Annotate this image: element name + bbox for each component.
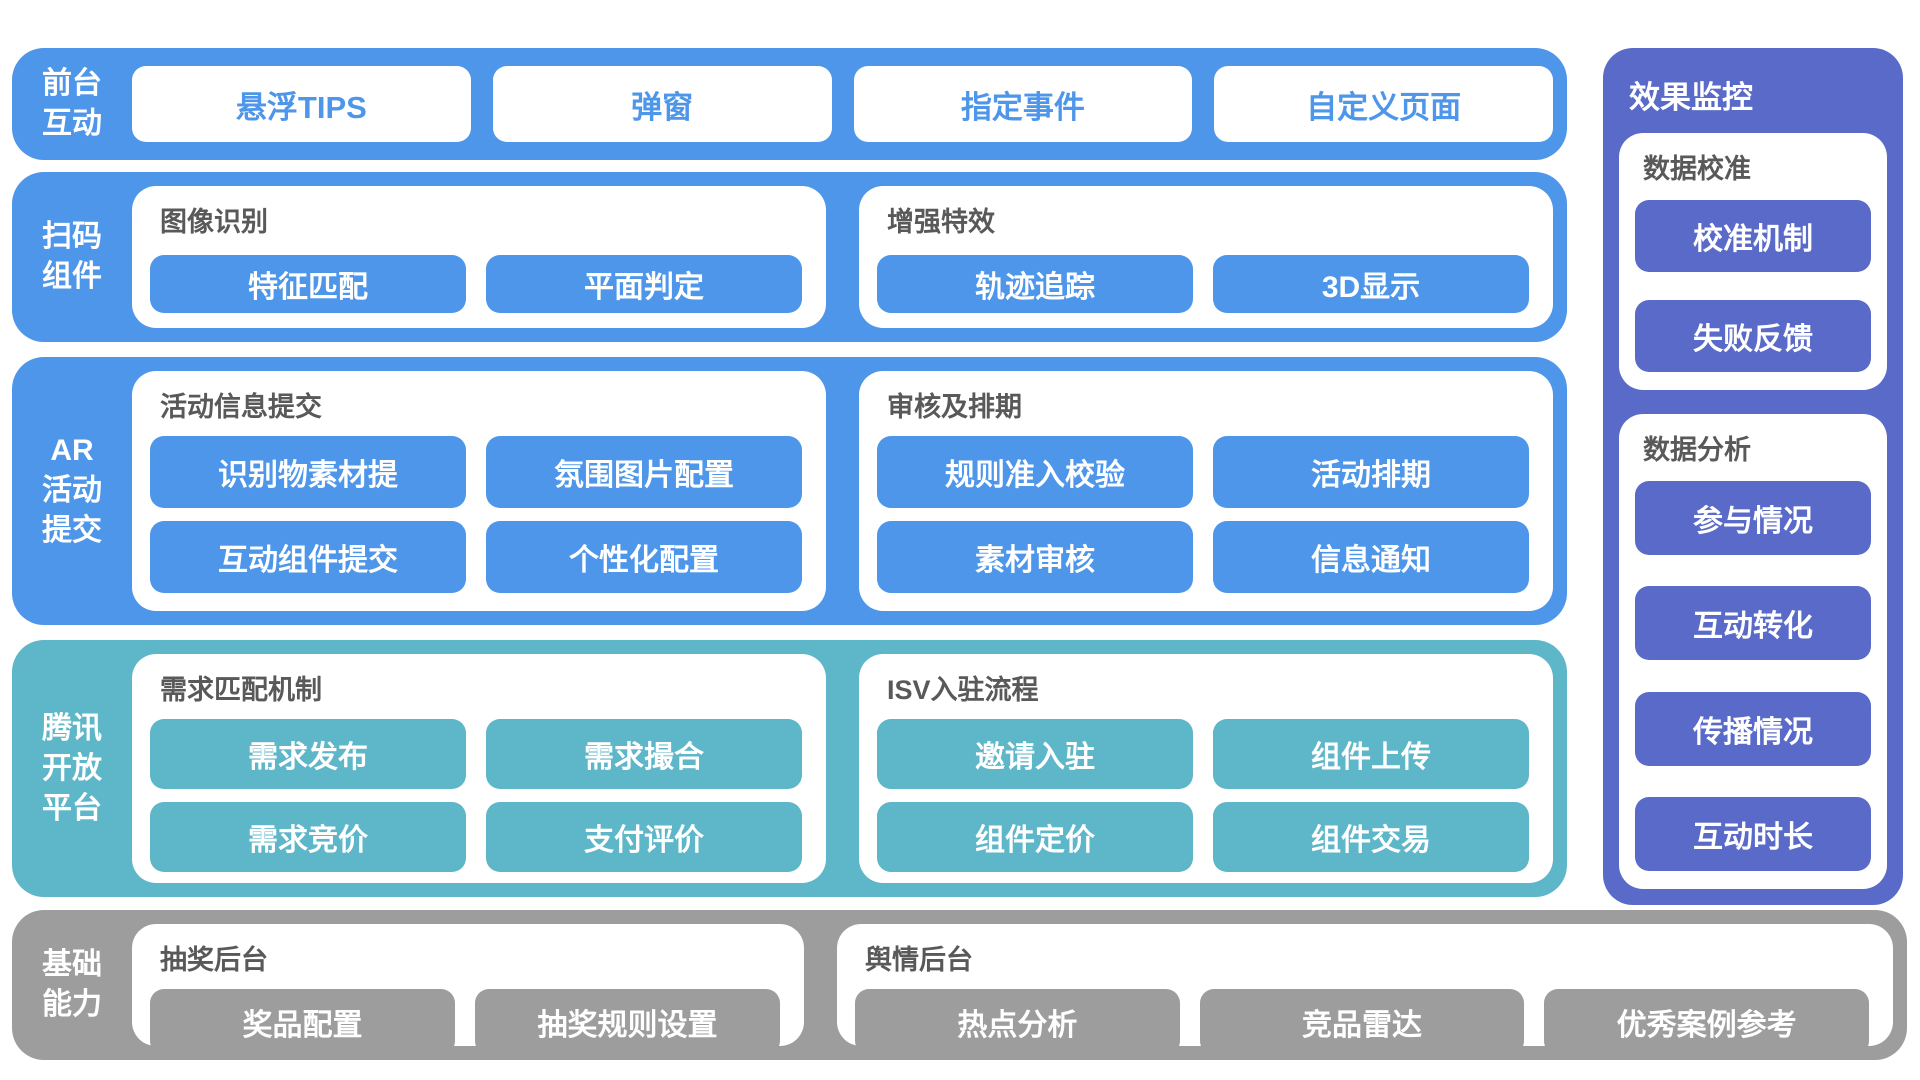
feature-chip: 指定事件 xyxy=(853,66,1193,142)
feature-chip: 自定义页面 xyxy=(1214,66,1553,142)
row-label-line: 腾讯 xyxy=(42,711,102,745)
button-grid: 轨迹追踪 3D显示 xyxy=(877,255,1529,313)
feature-button: 参与情况 xyxy=(1635,481,1871,555)
feature-button: 互动时长 xyxy=(1635,796,1871,871)
feature-button: 组件上传 xyxy=(1213,719,1529,789)
feature-button: 校准机制 xyxy=(1635,200,1871,272)
feature-button: 3D显示 xyxy=(1213,255,1529,313)
row-label: 前台互动 xyxy=(12,48,132,160)
panel-title: 舆情后台 xyxy=(865,945,973,975)
feature-button: 传播情况 xyxy=(1635,691,1871,766)
panel-strip: 抽奖后台奖品配置抽奖规则设置舆情后台热点分析竞品雷达优秀案例参考 xyxy=(132,910,1907,1060)
feature-button: 失败反馈 xyxy=(1635,300,1871,372)
panel-strip: 活动信息提交识别物素材提氛围图片配置互动组件提交个性化配置审核及排期规则准入校验… xyxy=(132,357,1567,625)
row-label: 腾讯开放平台 xyxy=(12,640,132,897)
panel-title: 图像识别 xyxy=(160,207,268,237)
feature-button: 素材审核 xyxy=(877,521,1193,593)
row-label: 扫码组件 xyxy=(12,172,132,342)
group-panel: 需求匹配机制需求发布需求撮合需求竞价支付评价 xyxy=(132,654,826,883)
group-panel: 舆情后台热点分析竞品雷达优秀案例参考 xyxy=(837,924,1893,1055)
group-panel: 数据分析参与情况互动转化传播情况互动时长 xyxy=(1619,414,1887,889)
row-label-line: 平台 xyxy=(42,791,102,825)
row-label-line: 组件 xyxy=(42,260,102,293)
button-grid: 校准机制失败反馈 xyxy=(1635,200,1871,372)
sidebar-effect-monitoring: 效果监控 数据校准校准机制失败反馈数据分析参与情况互动转化传播情况互动时长 xyxy=(1603,48,1903,905)
feature-button: 优秀案例参考 xyxy=(1544,989,1869,1055)
group-panel: 增强特效轨迹追踪 3D显示 xyxy=(859,186,1553,328)
chip-strip: 悬浮TIPS 弹窗指定事件自定义页面 xyxy=(132,48,1567,160)
feature-button: 个性化配置 xyxy=(486,521,802,593)
feature-button: 需求发布 xyxy=(150,719,466,789)
panel-title: 数据分析 xyxy=(1643,435,1751,465)
button-grid: 热点分析竞品雷达优秀案例参考 xyxy=(855,989,1869,1055)
feature-button: 组件交易 xyxy=(1213,802,1529,872)
panel-title: 抽奖后台 xyxy=(160,945,268,975)
row-label-line: 扫码 xyxy=(42,220,102,253)
panel-title: 审核及排期 xyxy=(887,392,1022,422)
feature-button: 竞品雷达 xyxy=(1199,989,1525,1055)
feature-button: 需求竞价 xyxy=(150,802,466,872)
row-label-line: 能力 xyxy=(42,988,102,1021)
button-grid: 规则准入校验活动排期素材审核信息通知 xyxy=(877,436,1529,593)
feature-button: 热点分析 xyxy=(855,989,1180,1055)
row-label-line: 互动 xyxy=(42,107,102,140)
group-panel: 图像识别特征匹配平面判定 xyxy=(132,186,826,328)
panel-title: ISV入驻流程 xyxy=(887,675,1039,705)
feature-button: 规则准入校验 xyxy=(877,436,1193,508)
feature-button: 活动排期 xyxy=(1213,436,1529,508)
row-label-line: 活动 xyxy=(42,474,102,507)
group-panel: ISV入驻流程邀请入驻组件上传组件定价组件交易 xyxy=(859,654,1553,883)
button-grid: 参与情况互动转化传播情况互动时长 xyxy=(1635,481,1871,871)
feature-button: 互动转化 xyxy=(1635,586,1871,661)
feature-button: 组件定价 xyxy=(877,802,1193,872)
feature-button: 奖品配置 xyxy=(150,989,455,1055)
feature-button: 邀请入驻 xyxy=(877,719,1193,789)
feature-button: 信息通知 xyxy=(1213,521,1529,593)
feature-chip: 弹窗 xyxy=(492,66,832,142)
feature-button: 抽奖规则设置 xyxy=(475,989,780,1055)
group-panel: 抽奖后台奖品配置抽奖规则设置 xyxy=(132,924,804,1055)
group-panel: 活动信息提交识别物素材提氛围图片配置互动组件提交个性化配置 xyxy=(132,371,826,611)
group-panel: 审核及排期规则准入校验活动排期素材审核信息通知 xyxy=(859,371,1553,611)
row-front-interaction: 前台互动悬浮TIPS 弹窗指定事件自定义页面 xyxy=(12,48,1567,160)
button-grid: 奖品配置抽奖规则设置 xyxy=(150,989,780,1055)
panel-title: 增强特效 xyxy=(887,207,995,237)
feature-button: 互动组件提交 xyxy=(150,521,466,593)
feature-button: 支付评价 xyxy=(486,802,802,872)
row-label: 基础能力 xyxy=(12,910,132,1060)
row-basic-capability: 基础能力抽奖后台奖品配置抽奖规则设置舆情后台热点分析竞品雷达优秀案例参考 xyxy=(12,910,1907,1060)
row-label-line: AR xyxy=(50,434,94,467)
row-label: AR 活动提交 xyxy=(12,357,132,625)
feature-button: 特征匹配 xyxy=(150,255,466,313)
feature-button: 需求撮合 xyxy=(486,719,802,789)
sidebar-panels: 数据校准校准机制失败反馈数据分析参与情况互动转化传播情况互动时长 xyxy=(1619,133,1887,889)
panel-strip: 图像识别特征匹配平面判定 增强特效轨迹追踪 3D显示 xyxy=(132,172,1567,342)
feature-button: 识别物素材提 xyxy=(150,436,466,508)
button-grid: 需求发布需求撮合需求竞价支付评价 xyxy=(150,719,802,872)
sidebar-title: 效果监控 xyxy=(1629,80,1753,115)
panel-title: 活动信息提交 xyxy=(160,392,322,422)
feature-button: 氛围图片配置 xyxy=(486,436,802,508)
button-grid: 特征匹配平面判定 xyxy=(150,255,802,313)
button-grid: 邀请入驻组件上传组件定价组件交易 xyxy=(877,719,1529,872)
feature-button: 平面判定 xyxy=(486,255,802,313)
row-label-line: 开放 xyxy=(42,751,102,785)
row-label-line: 提交 xyxy=(42,514,102,547)
feature-chip: 悬浮TIPS xyxy=(132,66,471,142)
row-label-line: 前台 xyxy=(42,67,102,100)
feature-button: 轨迹追踪 xyxy=(877,255,1193,313)
button-grid: 识别物素材提氛围图片配置互动组件提交个性化配置 xyxy=(150,436,802,593)
group-panel: 数据校准校准机制失败反馈 xyxy=(1619,133,1887,390)
row-label-line: 基础 xyxy=(42,948,102,981)
panel-title: 数据校准 xyxy=(1643,154,1751,184)
panel-title: 需求匹配机制 xyxy=(160,675,322,705)
